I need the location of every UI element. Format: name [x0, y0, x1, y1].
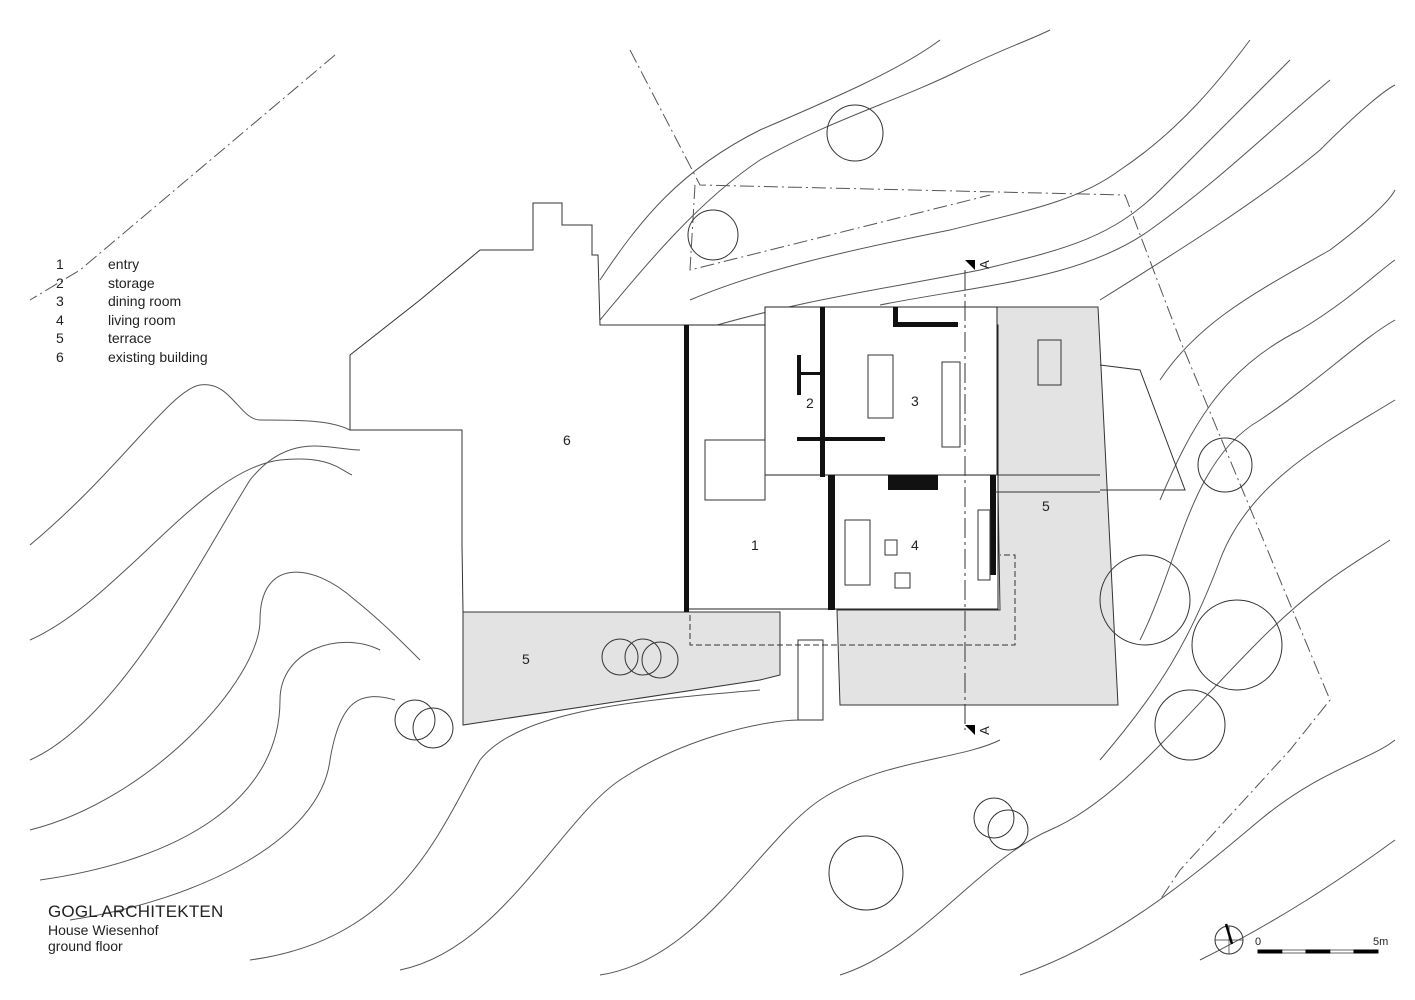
contour-line — [599, 739, 1001, 976]
wall — [828, 475, 835, 610]
contour-line — [249, 689, 761, 961]
label-dining: 3 — [911, 393, 919, 409]
wall — [797, 437, 885, 441]
tree — [973, 797, 1015, 839]
label-entry: 1 — [751, 537, 759, 553]
label-storage: 2 — [806, 395, 814, 411]
tree — [826, 104, 884, 162]
label-living: 4 — [911, 537, 919, 553]
section-arrow-icon — [965, 260, 975, 270]
label-existing: 6 — [563, 432, 571, 448]
contour-line — [29, 458, 353, 641]
section-mark-top: A — [976, 260, 992, 269]
drawing-name: ground floor — [48, 938, 123, 954]
stair — [704, 439, 766, 501]
section-arrow-icon — [965, 725, 975, 735]
contour-line — [1019, 739, 1396, 976]
contour-line — [1139, 319, 1396, 641]
existing-building — [349, 202, 687, 613]
glazing — [995, 474, 1100, 493]
contour-line — [1159, 189, 1396, 381]
scale-end: 5m — [1373, 936, 1389, 948]
wall — [990, 475, 996, 575]
tree — [828, 835, 904, 911]
contour-line — [599, 29, 1051, 321]
tree — [987, 809, 1029, 851]
tree — [641, 641, 679, 679]
tree — [412, 707, 454, 749]
terrace-east — [836, 306, 1119, 706]
terrace-west — [462, 611, 781, 726]
wall — [893, 307, 898, 327]
dining-table — [941, 361, 961, 448]
property-line — [29, 54, 336, 301]
wall — [820, 307, 825, 477]
tree — [1099, 554, 1191, 646]
canopy — [1099, 364, 1186, 491]
outdoor-table — [1037, 339, 1062, 386]
wall — [797, 355, 801, 395]
tree — [601, 638, 639, 676]
property-line — [629, 49, 1331, 901]
tree — [1154, 689, 1226, 761]
section-mark-bottom: A — [976, 726, 992, 735]
wall — [684, 325, 689, 612]
contour-line — [69, 696, 396, 921]
scale-start: 0 — [1255, 936, 1262, 948]
armchair — [894, 572, 911, 589]
wall — [893, 322, 958, 327]
contour-line — [1099, 399, 1396, 761]
kitchen-island — [867, 354, 894, 419]
scale-bar — [1257, 949, 1379, 954]
contour-line — [699, 59, 1291, 331]
property-line — [689, 184, 991, 271]
contour-line — [29, 445, 361, 761]
label-terrace-east: 5 — [1042, 498, 1050, 514]
tree — [624, 638, 662, 676]
sideboard — [977, 509, 991, 581]
contour-line — [689, 39, 1251, 301]
contour-line — [399, 719, 801, 971]
sofa — [844, 519, 871, 586]
contour-line — [1099, 84, 1396, 301]
wall — [888, 475, 938, 490]
firm-name: GOGL ARCHITEKTEN — [48, 902, 224, 921]
tree — [1197, 437, 1253, 493]
contour-line — [29, 571, 421, 831]
project-name: House Wiesenhof — [48, 922, 159, 938]
tree — [687, 209, 739, 261]
contour-line — [29, 384, 351, 546]
contour-line — [879, 79, 1331, 306]
wall — [801, 372, 821, 375]
tree — [1191, 599, 1283, 691]
contour-line — [1159, 259, 1396, 501]
exterior-stair — [797, 639, 824, 721]
title-block: GOGL ARCHITEKTEN House Wiesenhof ground … — [48, 902, 223, 954]
terrace-canopy-dashed — [689, 554, 1016, 646]
tree — [394, 699, 436, 741]
label-terrace-west: 5 — [522, 651, 530, 667]
contour-line — [599, 39, 941, 281]
coffee-table — [884, 539, 898, 556]
contour-line — [839, 539, 1391, 976]
contour-line — [39, 641, 381, 881]
